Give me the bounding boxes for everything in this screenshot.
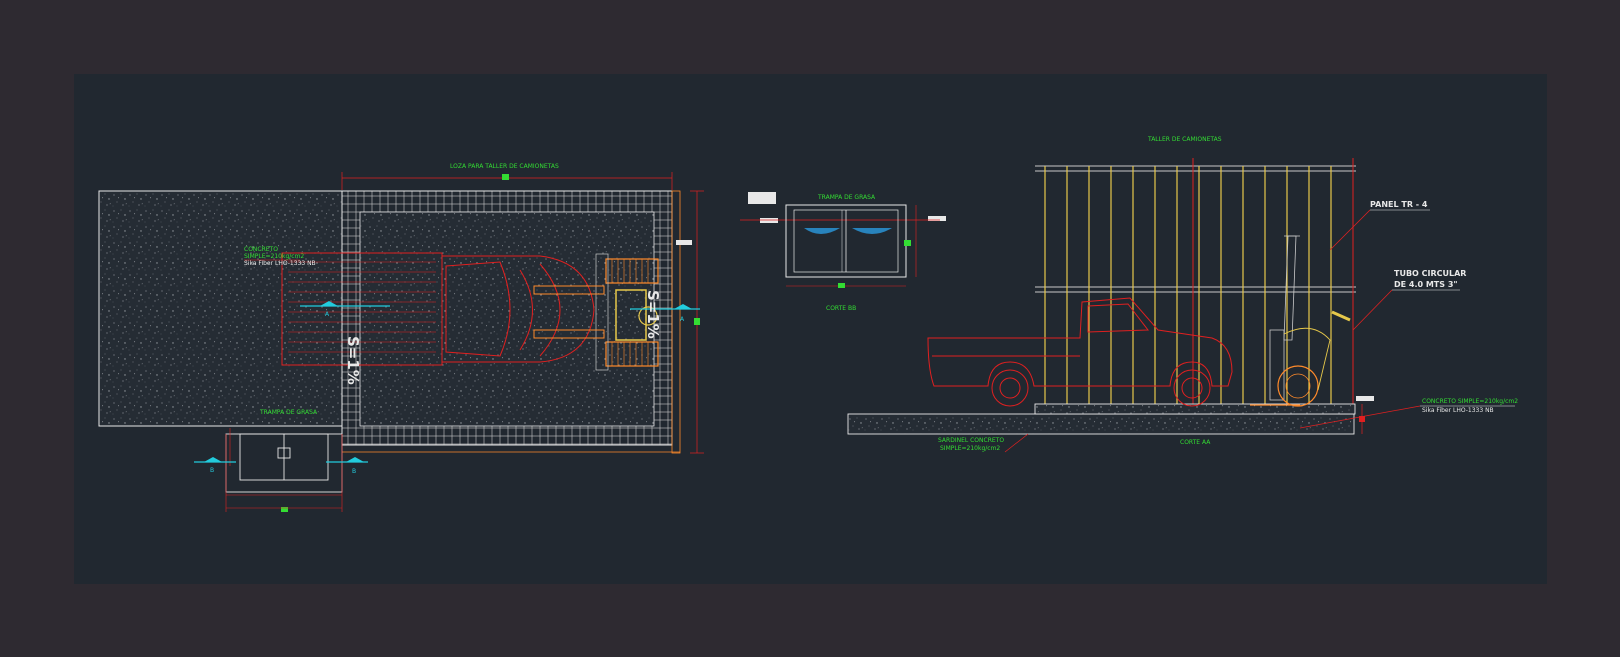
slope-label-1: S=1% xyxy=(344,336,362,385)
tube-label-2: DE 4.0 MTS 3" xyxy=(1394,280,1458,289)
slab-main xyxy=(359,211,655,427)
section-b-marker xyxy=(194,457,368,463)
slab-left xyxy=(98,190,343,427)
aa-concrete-line2: Sika Fiber LHO-1333 NB xyxy=(1422,407,1494,414)
section-bb: TRAMPA DE GRASA CORTE BB xyxy=(740,192,946,312)
plan-note-line2: SIMPLE=210kg/cm2 xyxy=(244,253,304,260)
section-aa: TALLER DE CAMIONETAS xyxy=(847,136,1518,453)
grease-trap-plan xyxy=(225,433,343,493)
dim-box xyxy=(671,190,681,454)
bb-title: TRAMPA DE GRASA xyxy=(817,194,876,201)
section-a-label-right: A xyxy=(680,316,685,323)
sardinel-label-1: SARDINEL CONCRETO xyxy=(938,437,1004,444)
panel-label: PANEL TR - 4 xyxy=(1370,200,1428,209)
section-b-label-left: B xyxy=(210,467,214,474)
vehicle-lift xyxy=(533,253,659,371)
aa-title: TALLER DE CAMIONETAS xyxy=(1147,136,1222,143)
aa-caption: CORTE AA xyxy=(1180,439,1211,446)
plan-view: A A S=1% S=1% CONCRETO SIMPLE=210kg/cm2 … xyxy=(98,163,704,512)
slope-label-2: S=1% xyxy=(644,290,662,339)
sardinel xyxy=(1034,403,1356,415)
vehicle-jack xyxy=(1250,235,1351,407)
slab-section xyxy=(847,413,1355,435)
structure-columns xyxy=(1044,166,1332,404)
pickup-top-view xyxy=(281,252,595,366)
sardinel-label-2: SIMPLE=210kg/cm2 xyxy=(940,445,1000,452)
trap-label: TRAMPA DE GRASA xyxy=(259,409,318,416)
section-a-marker xyxy=(300,301,700,310)
water-left xyxy=(804,228,840,234)
tube-label-1: TUBO CIRCULAR xyxy=(1394,269,1466,278)
section-b-label-right: B xyxy=(352,468,356,475)
plan-note-line1: CONCRETO xyxy=(244,246,278,253)
bb-caption: CORTE BB xyxy=(826,305,856,312)
water-right xyxy=(852,228,892,234)
aa-concrete-line1: CONCRETO SIMPLE=210kg/cm2 xyxy=(1422,398,1518,405)
plan-note-line3: Sika Fiber LHO-1333 NB xyxy=(244,260,316,267)
pickup-side-view xyxy=(927,297,1233,407)
section-a-label-left: A xyxy=(325,311,330,318)
plan-title: LOZA PARA TALLER DE CAMIONETAS xyxy=(450,163,559,170)
